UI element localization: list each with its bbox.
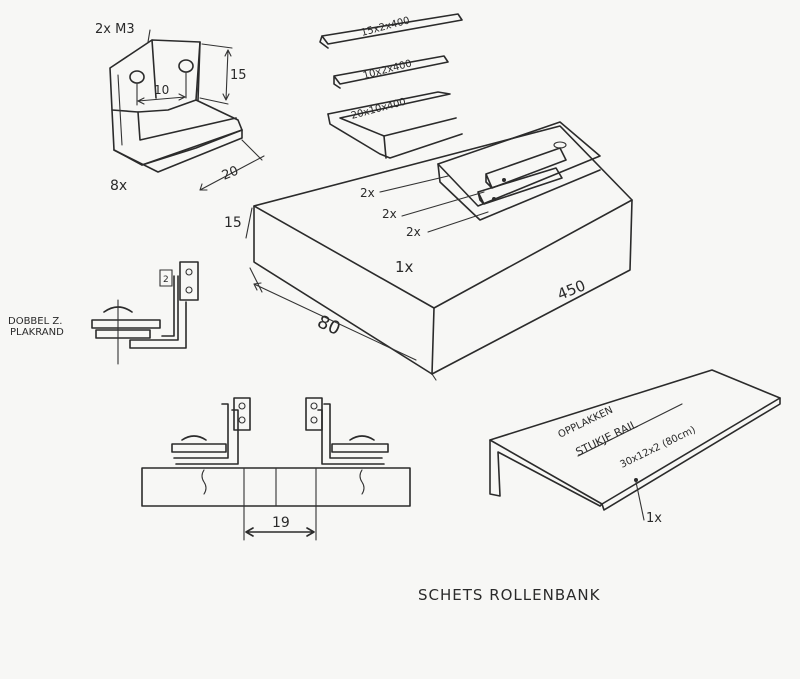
base-block-quantity: 1x: [395, 258, 414, 276]
bracket-hole-spacing-dim: 10: [154, 83, 169, 97]
base-block-drawing: [245, 121, 633, 381]
side-detail-label-line1: DOBBEL Z.: [8, 316, 62, 327]
side-detail-label-line2: PLAKRAND: [10, 327, 64, 338]
bracket-height-dim: 15: [230, 68, 247, 83]
strip-20x10x400-drawing: [327, 91, 463, 159]
sketch-caption: SCHETS ROLLENBANK: [418, 586, 601, 604]
base-block-length-dim: 450: [555, 276, 588, 303]
bracket-quantity: 8x: [110, 178, 127, 194]
layer-quantity-3: 2x: [406, 225, 421, 239]
bracket-screw-label: 2x M3: [95, 22, 135, 37]
cross-section-drawing: [141, 397, 411, 541]
bracket-depth-dim: 20: [220, 164, 241, 184]
strip-15x2x400-label: 15x2x400: [360, 15, 411, 39]
layer-quantity-1: 2x: [360, 186, 375, 200]
base-block-height-dim: 15: [224, 215, 242, 231]
strip-20x10x400-label: 20x10x400: [350, 97, 407, 122]
strip-15x2x400-drawing: [319, 13, 463, 49]
side-detail-tag: 2: [163, 275, 169, 285]
cross-section-gap-dim: 19: [272, 515, 290, 531]
angle-bracket-drawing: [109, 29, 265, 191]
side-detail-drawing: [91, 261, 199, 365]
rail-quantity: 1x: [646, 511, 662, 526]
strip-10x2x400-label: 10x2x400: [362, 58, 413, 82]
strip-10x2x400-drawing: [333, 55, 449, 89]
rail-piece-drawing: [489, 369, 781, 521]
layer-quantity-2: 2x: [382, 207, 397, 221]
